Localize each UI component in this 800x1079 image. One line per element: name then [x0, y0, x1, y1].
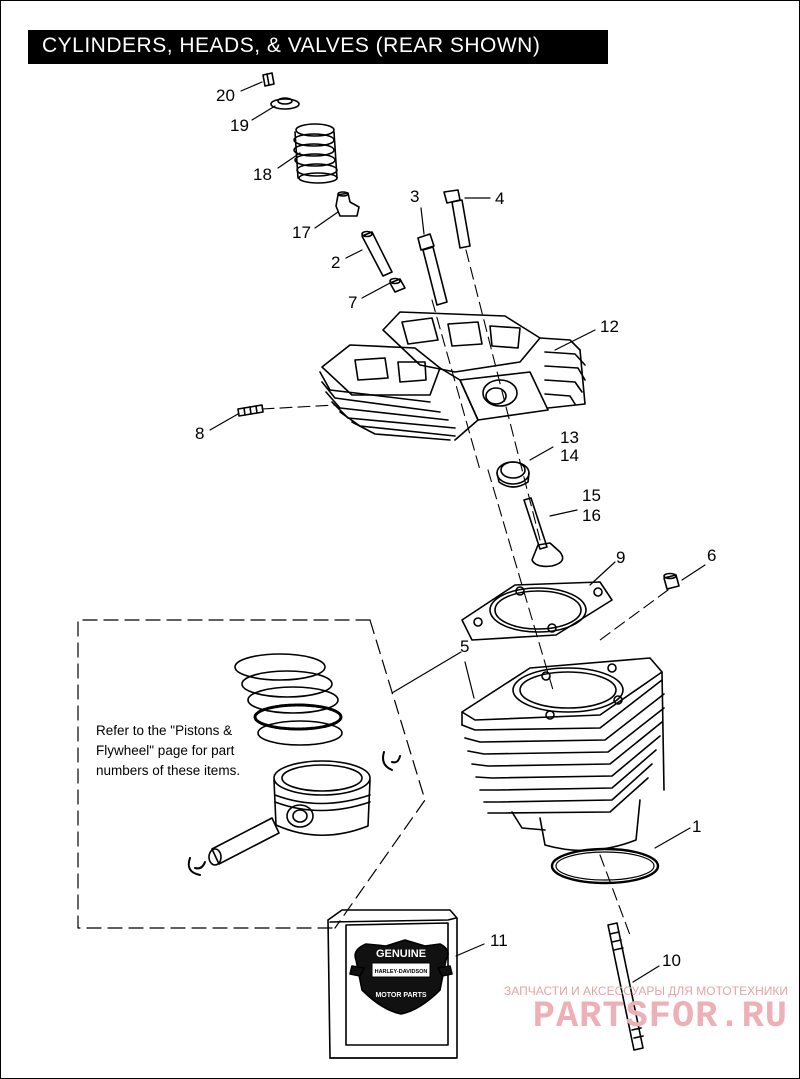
callout-3: 3: [410, 187, 419, 206]
watermark-brand: PARTSFOR.RU: [532, 996, 788, 1038]
callout-11: 11: [490, 931, 508, 950]
gasket-kit-box: [327, 909, 458, 1059]
valve-keeper-part: [262, 72, 275, 87]
callout-6: 6: [707, 546, 716, 565]
dowel-part: [389, 277, 406, 293]
callout-10: 10: [662, 951, 681, 970]
callout-5: 5: [460, 637, 469, 656]
note-line-3: numbers of these items.: [96, 763, 241, 778]
note-line-1: Refer to the "Pistons &: [96, 723, 233, 738]
cylinder-dowel-part: [663, 572, 680, 590]
watermark-tagline: ЗАПЧАСТИ И АКСЕССУАРЫ ДЛЯ МОТОТЕХНИКИ: [504, 984, 788, 998]
callout-19: 19: [230, 116, 249, 135]
logo-top-text: GENUINE: [376, 948, 426, 960]
callout-16: 16: [582, 506, 601, 525]
genuine-parts-logo: GENUINE HARLEY-DAVIDSON MOTOR PARTS: [349, 939, 453, 1015]
callout-13: 13: [560, 428, 579, 447]
callout-2: 2: [331, 253, 340, 272]
head-bolt-long-part: [443, 189, 471, 249]
page-title: CYLINDERS, HEADS, & VALVES (REAR SHOWN): [42, 34, 541, 57]
callout-15: 15: [582, 486, 601, 505]
callout-4: 4: [495, 189, 504, 208]
title-bar: CYLINDERS, HEADS, & VALVES (REAR SHOWN): [28, 30, 608, 64]
cylinder-part: [461, 657, 665, 852]
callout-20: 20: [216, 86, 235, 105]
piston-pin-clip-part: [187, 751, 401, 876]
callout-numbers: 20 19 18 17 2 7 3 4 12 8 13 14 15 16 9 6…: [195, 86, 716, 970]
callout-12: 12: [600, 317, 619, 336]
head-gasket-part: [461, 581, 613, 641]
leader-lines: [209, 81, 706, 983]
piston-pin-part: [208, 817, 280, 866]
valve-spring-part: [293, 123, 338, 184]
valve-part: [523, 497, 564, 568]
piston-rings-part: [234, 653, 343, 746]
spring-retainer-part: [270, 97, 300, 110]
callout-9: 9: [616, 548, 625, 567]
note-line-2: Flywheel" page for part: [96, 743, 235, 758]
cylinder-head-part: [319, 311, 586, 441]
logo-middle-text: HARLEY-DAVIDSON: [375, 969, 428, 975]
valve-seal-part: [335, 191, 360, 217]
callout-8: 8: [195, 424, 204, 443]
piston-part: [273, 760, 371, 837]
center-lines: [261, 249, 669, 936]
logo-bottom-text: MOTOR PARTS: [375, 992, 426, 999]
stud-part: [237, 404, 264, 417]
callout-14: 14: [560, 446, 579, 465]
pistons-reference-note: Refer to the "Pistons & Flywheel" page f…: [96, 721, 296, 781]
callout-17: 17: [292, 223, 311, 242]
callout-1: 1: [692, 817, 701, 836]
cylinder-stud-part: [607, 922, 644, 1051]
head-bolt-short-part: [417, 233, 448, 306]
valve-guide-part: [361, 230, 393, 277]
callout-7: 7: [348, 293, 357, 312]
o-ring-part: [550, 847, 660, 885]
callout-18: 18: [253, 165, 272, 184]
valve-seat-part: [496, 461, 530, 488]
piston-callout-box: [77, 619, 426, 929]
